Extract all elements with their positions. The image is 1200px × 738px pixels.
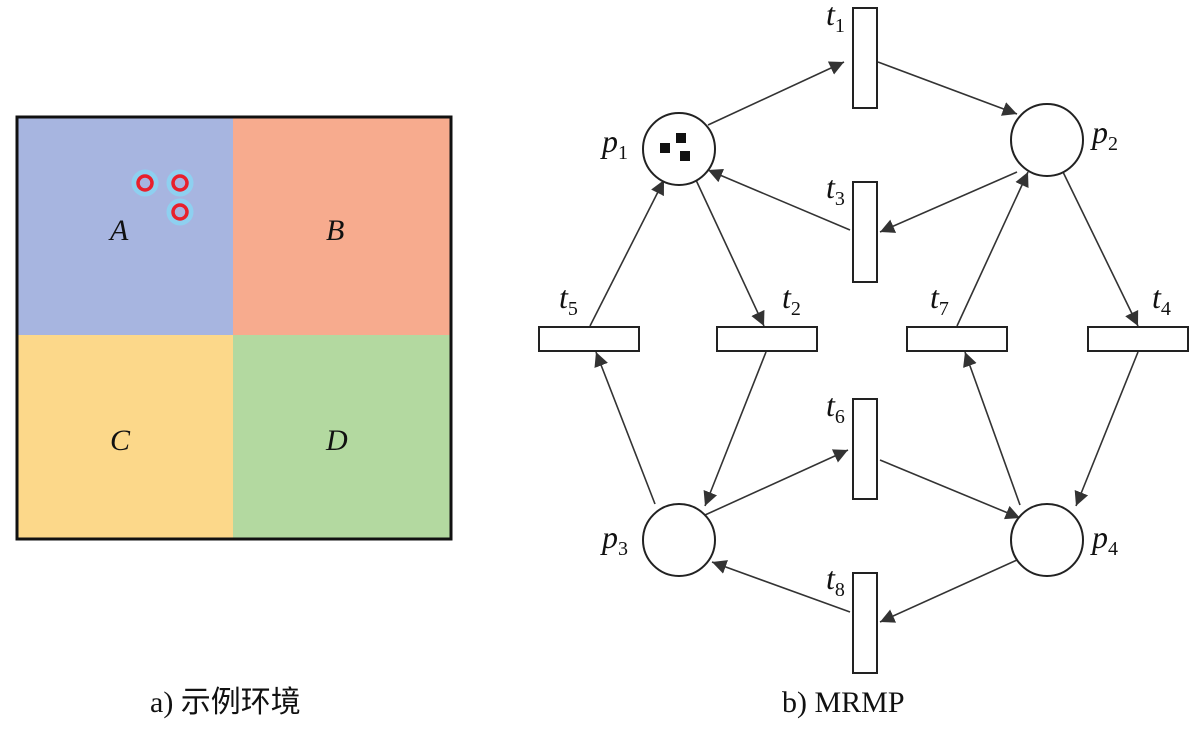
petri-net-labels: t1 t2 t3 t4 t5 t6 t7 t8 p1 p2 p3 p4 — [559, 0, 1171, 601]
arc-t1-p2 — [877, 61, 1018, 116]
robot-marker-icon — [171, 203, 189, 221]
mrmp-caption: b) MRMP — [782, 686, 905, 719]
region-c — [17, 335, 233, 539]
transition-t4-label: t4 — [1152, 279, 1171, 320]
token-p1 — [680, 151, 690, 161]
transition-t8-label: t8 — [826, 560, 845, 601]
petri-net-places — [642, 103, 1084, 577]
transition-t5-label: t5 — [559, 279, 578, 320]
robot-marker-halo — [131, 169, 159, 197]
robot-marker-halo — [166, 198, 194, 226]
token-p1 — [676, 133, 686, 143]
arc-p2-t3 — [879, 171, 1018, 233]
transition-t7 — [906, 326, 1008, 352]
region-a-label: A — [108, 214, 129, 247]
transition-t6-label: t6 — [826, 387, 845, 428]
region-a — [17, 117, 233, 335]
arc-t3-p1 — [707, 168, 851, 231]
robot-markers — [131, 169, 194, 226]
environment-caption: a) 示例环境 — [150, 686, 301, 719]
transition-t3 — [852, 181, 878, 283]
transition-t1 — [852, 7, 878, 109]
place-p1 — [642, 112, 716, 186]
region-c-label: C — [110, 424, 131, 457]
transition-t1-label: t1 — [826, 0, 845, 37]
robot-marker-icon — [136, 174, 154, 192]
arc-p3-t6 — [704, 449, 849, 516]
region-d-label: D — [325, 424, 348, 457]
petri-net-transitions — [538, 7, 1189, 674]
transition-t8 — [852, 572, 878, 674]
arc-p1-t2 — [695, 179, 765, 327]
transition-t2 — [716, 326, 818, 352]
environment-border — [15, 115, 453, 541]
transition-t5 — [538, 326, 640, 352]
arc-t7-p2 — [956, 171, 1029, 327]
region-d — [233, 335, 451, 539]
arc-p3-t5 — [594, 351, 656, 505]
arc-t5-p1 — [589, 179, 665, 327]
place-p2 — [1010, 103, 1084, 177]
arc-t6-p4 — [879, 459, 1021, 520]
petri-net-panel: t1 t2 t3 t4 t5 t6 t7 t8 p1 p2 p3 p4 b) MRMP — [538, 0, 1189, 719]
transition-t7-label: t7 — [930, 279, 949, 320]
place-p4 — [1010, 503, 1084, 577]
place-p4-label: p4 — [1090, 519, 1118, 560]
robot-marker-icon — [171, 174, 189, 192]
arc-t2-p3 — [703, 351, 767, 507]
transition-t6 — [852, 398, 878, 500]
place-p3-label: p3 — [600, 519, 628, 560]
region-b — [233, 117, 451, 335]
place-p3 — [642, 503, 716, 577]
place-p1-label: p1 — [600, 123, 628, 164]
petri-net-arcs — [589, 61, 1139, 623]
transition-t3-label: t3 — [826, 169, 845, 210]
transition-t4 — [1087, 326, 1189, 352]
arc-t8-p3 — [711, 560, 851, 613]
arc-p4-t7 — [963, 351, 1021, 506]
arc-p1-t1 — [707, 61, 845, 126]
arc-p4-t8 — [879, 559, 1018, 623]
region-b-label: B — [326, 214, 344, 247]
token-p1 — [660, 143, 670, 153]
place-p2-label: p2 — [1090, 114, 1118, 155]
arc-t4-p4 — [1074, 351, 1139, 507]
environment-panel: A B C D a) 示例环境 — [15, 115, 453, 719]
robot-marker-halo — [166, 169, 194, 197]
arc-p2-t4 — [1062, 171, 1139, 327]
transition-t2-label: t2 — [782, 279, 801, 320]
